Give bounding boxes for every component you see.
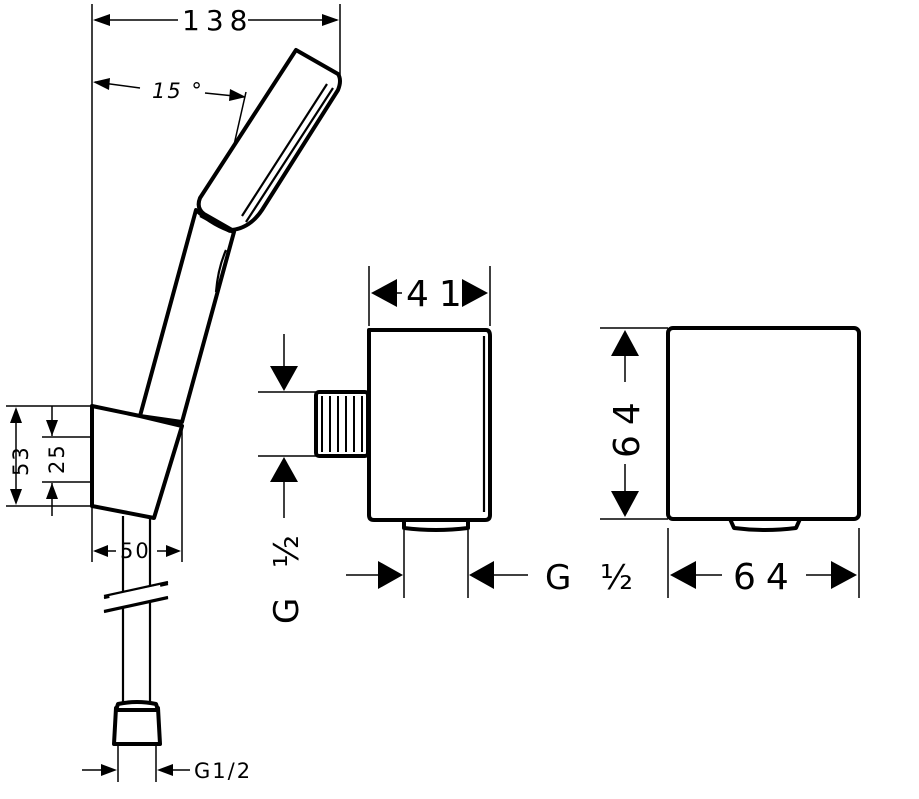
hose-nut	[112, 706, 162, 746]
shower-handle	[138, 208, 236, 424]
dim-holder-inner-height: 25	[45, 443, 69, 474]
dim-outlet-height: 64	[607, 392, 648, 458]
thread-size-label-bottom: ½	[600, 558, 635, 598]
threaded-stub	[314, 390, 370, 458]
dim-overall-width: 138	[182, 4, 253, 37]
outlet-body-side	[367, 328, 492, 522]
dim-outlet-depth: 41	[406, 274, 472, 315]
outlet-side-view: 41 G ½ G ½	[258, 266, 635, 624]
dim-holder-width: 50	[120, 539, 151, 563]
thread-g-label-bottom: G	[545, 558, 573, 598]
outlet-body-front	[666, 326, 861, 521]
dim-holder-outer-height: 53	[9, 445, 33, 476]
dim-hose-connection: G1/2	[194, 759, 252, 783]
shower-head	[196, 48, 342, 232]
shower-holder	[90, 404, 184, 520]
dim-outlet-width: 64	[733, 557, 799, 598]
dim-tilt-angle: 15 °	[152, 79, 204, 103]
thread-g-label-side: G	[267, 596, 307, 624]
thread-size-label-side: ½	[267, 533, 307, 568]
outlet-front-view: 64 64	[600, 326, 861, 598]
handshower-view: 138 15 ° 53 25	[6, 4, 342, 783]
